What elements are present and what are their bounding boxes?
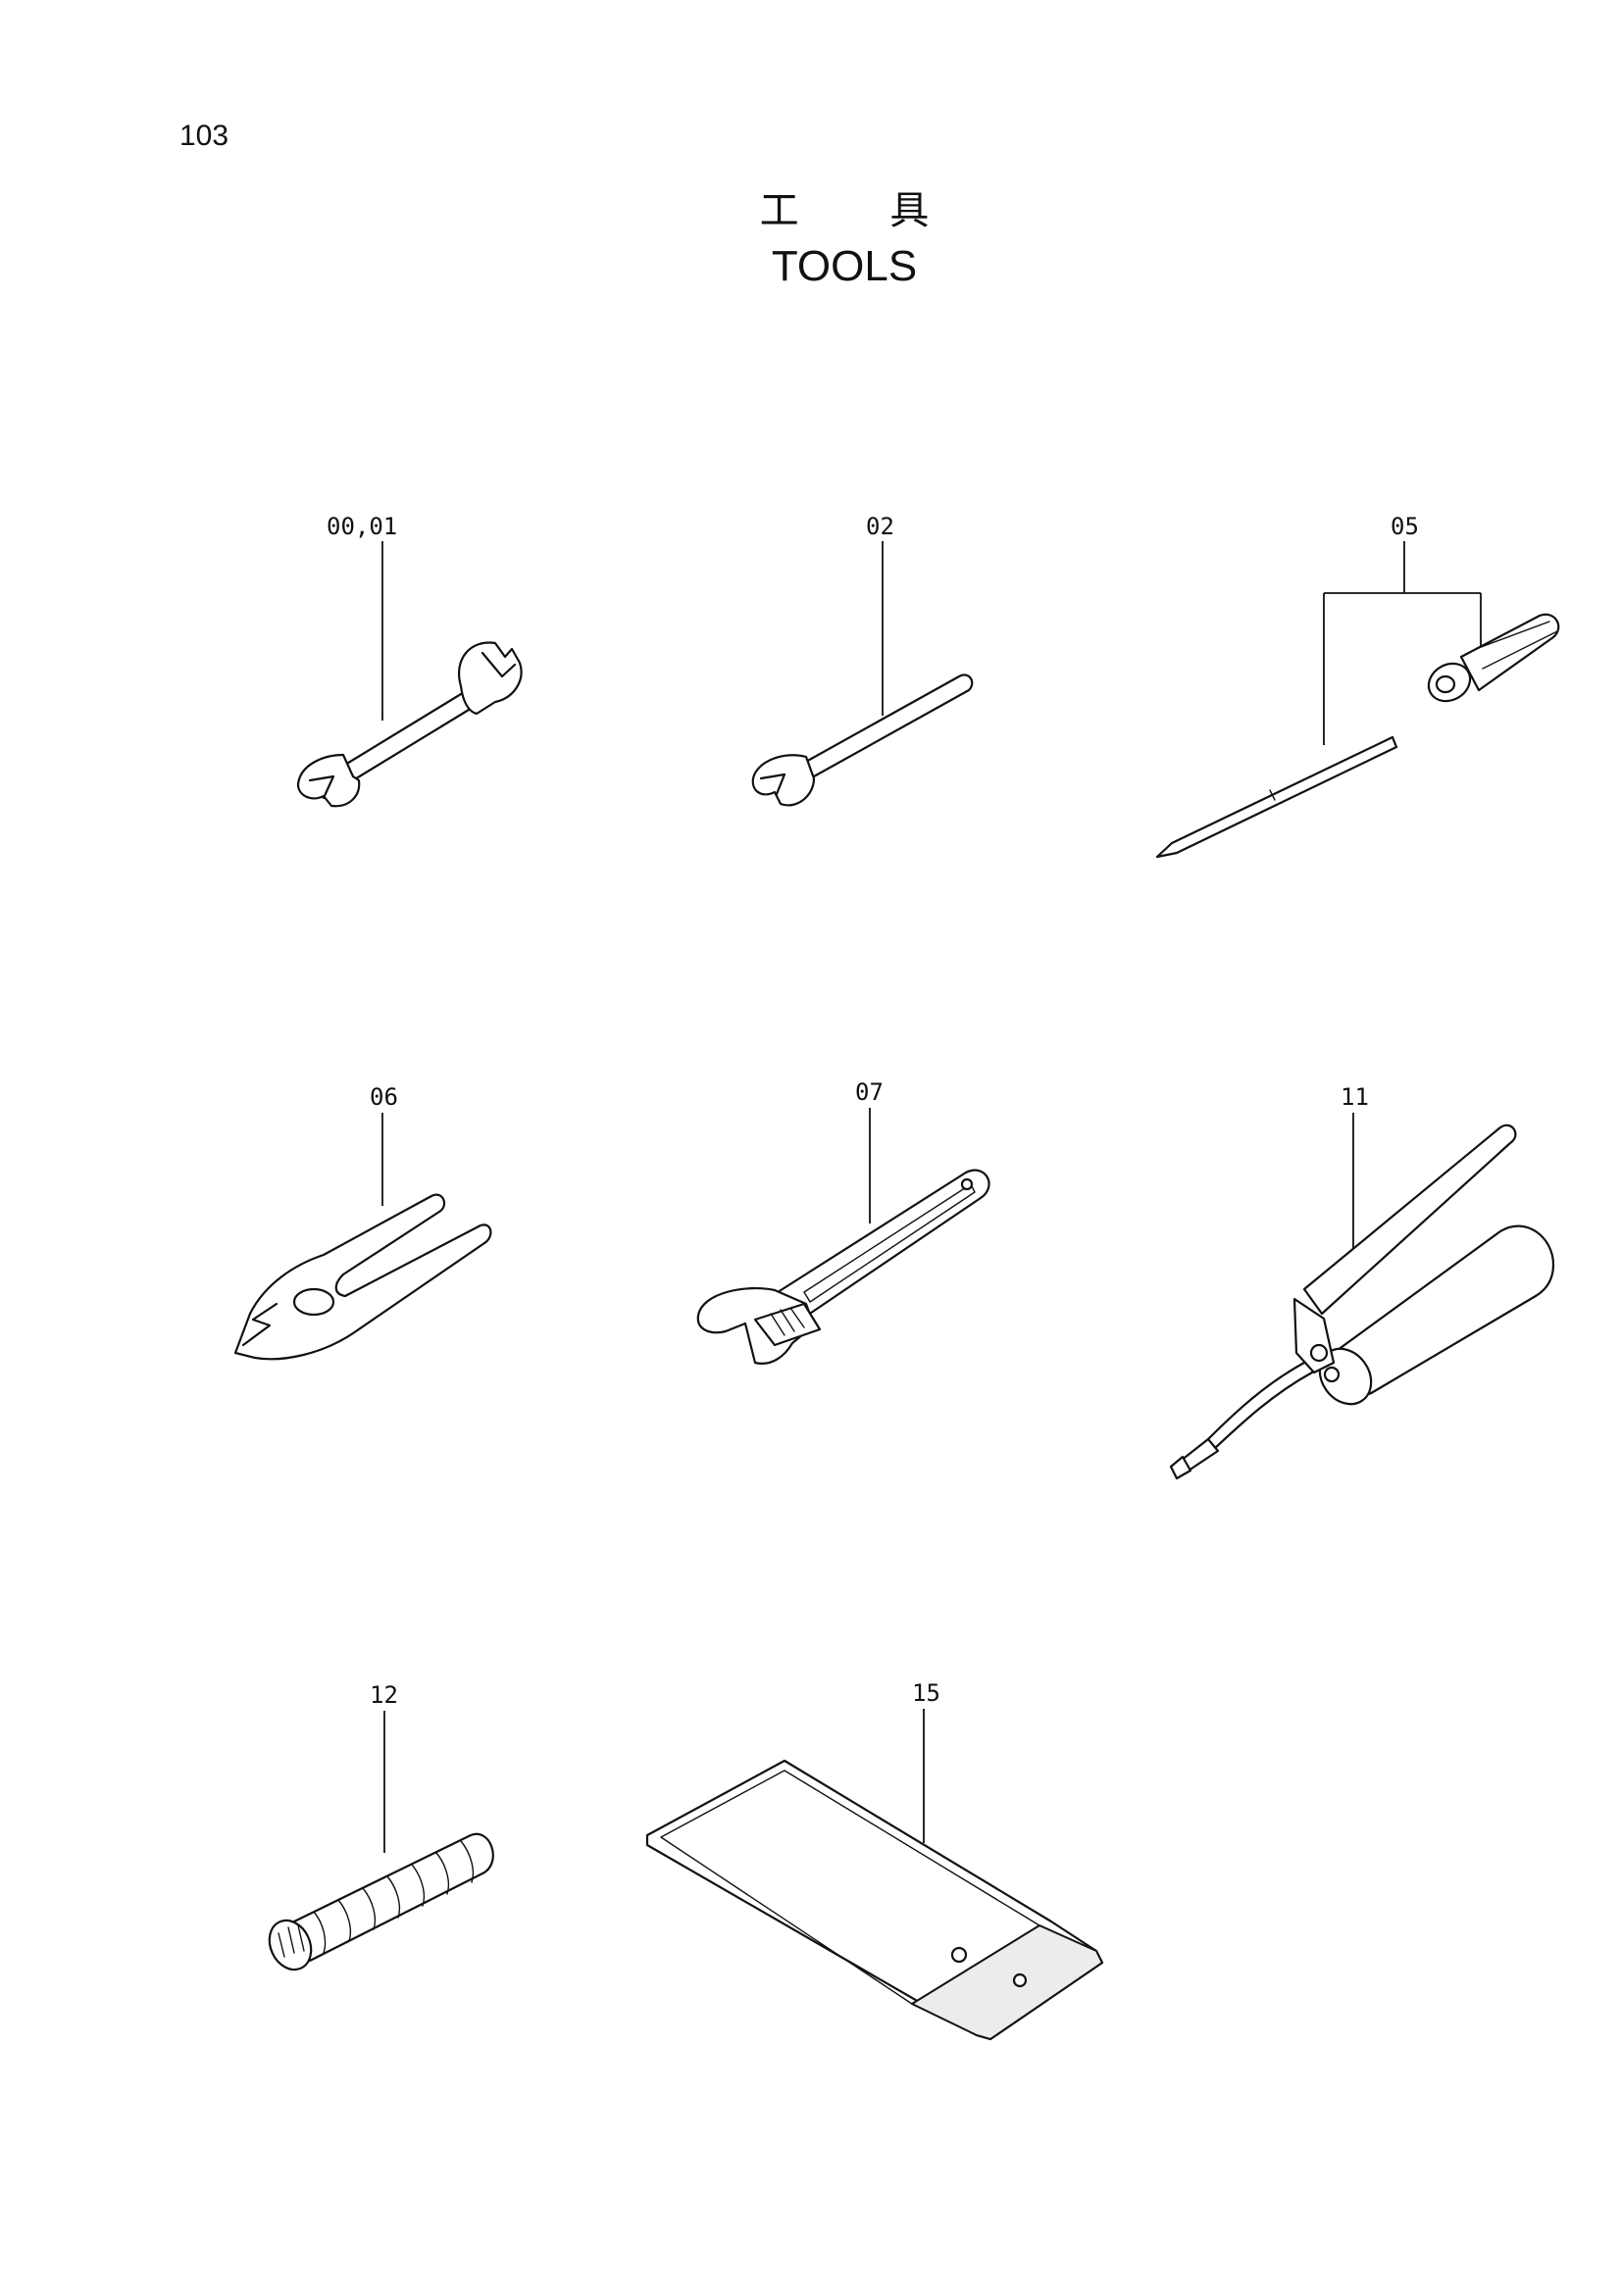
screwdriver-figure: 05 [1155, 513, 1560, 859]
callout-label-pliers: 06 [370, 1083, 398, 1111]
callout-label-tool-bag: 15 [912, 1679, 940, 1707]
adjustable-wrench-figure: 07 [696, 1078, 990, 1365]
double-wrench-figure: 00,01 [296, 513, 523, 808]
callout-label-adjustable-wrench: 07 [855, 1078, 884, 1106]
callout-label-grease-cartridge: 12 [370, 1681, 398, 1709]
callout-label-wrench-single: 02 [866, 513, 894, 540]
callout-label-grease-gun: 11 [1341, 1083, 1369, 1111]
single-wrench-figure: 02 [751, 513, 974, 807]
title-japanese: 工 具 [759, 188, 969, 233]
grease-gun-figure: 11 [1169, 1083, 1555, 1480]
pliers-figure: 06 [233, 1083, 492, 1361]
title-english: TOOLS [771, 242, 918, 290]
tool-bag-figure: 15 [645, 1679, 1104, 2041]
callout-label-screwdriver: 05 [1391, 513, 1419, 540]
page-number: 103 [179, 120, 229, 152]
grease-cartridge-figure: 12 [268, 1681, 494, 1972]
callout-label-wrench-double: 00,01 [327, 513, 397, 540]
